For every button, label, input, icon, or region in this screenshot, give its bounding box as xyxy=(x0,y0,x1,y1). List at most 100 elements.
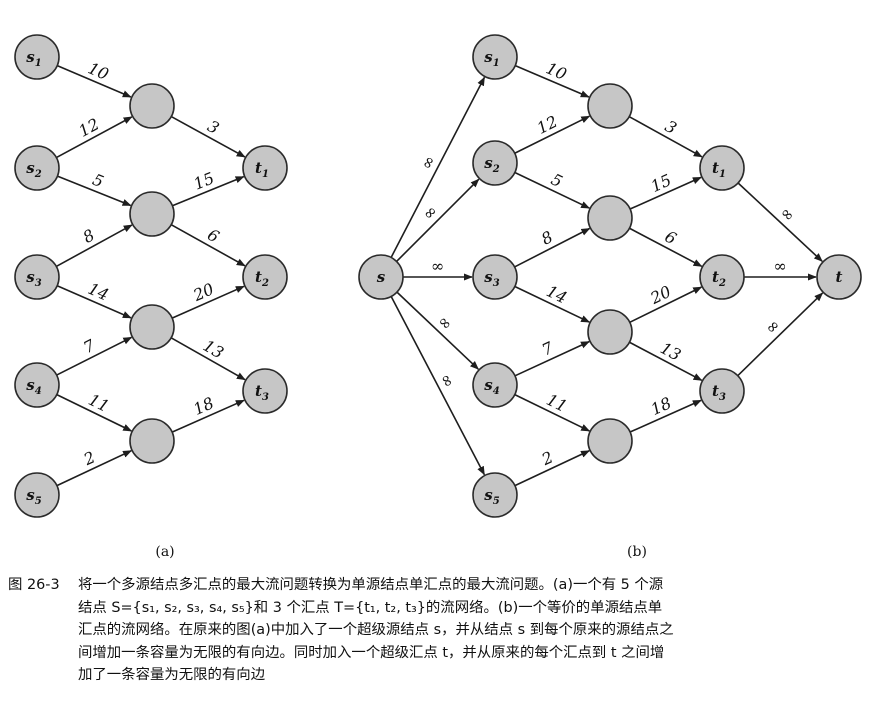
b-edge-capacity-label: 7 xyxy=(539,338,557,360)
b-edge-capacity-label: ∞ xyxy=(431,257,444,276)
b-edge-m2-t2 xyxy=(629,227,703,267)
b-node-m4 xyxy=(587,418,633,464)
b-edge-s2-m1 xyxy=(514,115,591,154)
a-edge-capacity-label: 2 xyxy=(80,447,98,469)
a-node-m1 xyxy=(129,83,175,129)
caption-line: 将一个多源结点多汇点的最大流问题转换为单源结点单汇点的最大流问题。(a)一个有 … xyxy=(78,577,664,593)
a-edge-m1-t1 xyxy=(170,115,246,158)
b-node-label: t xyxy=(836,268,843,286)
b-node-t3 xyxy=(699,368,745,414)
b-edge-capacity-label: 5 xyxy=(548,170,565,192)
a-node-m3 xyxy=(129,304,175,350)
b-edge-capacity-label: 15 xyxy=(648,170,674,196)
a-edge-capacity-label: 14 xyxy=(85,279,111,305)
b-edge-m1-t1 xyxy=(628,115,703,158)
a-node-t2 xyxy=(242,254,288,300)
b-edge-m3-t3 xyxy=(629,341,703,381)
b-edge-capacity-label: 20 xyxy=(646,282,674,308)
b-edge-capacity-label: ∞ xyxy=(773,257,786,276)
caption-body: 将一个多源结点多汇点的最大流问题转换为单源结点单汇点的最大流问题。(a)一个有 … xyxy=(78,574,880,687)
b-edge-s3-m3 xyxy=(514,285,591,323)
figure-caption: 图 26-3 将一个多源结点多汇点的最大流问题转换为单源结点单汇点的最大流问题。… xyxy=(8,574,880,687)
a-edge-m4-t3 xyxy=(171,399,245,433)
panel-a-label: (a) xyxy=(155,544,174,560)
b-edge-capacity-label: 8 xyxy=(538,227,556,249)
b-edge-capacity-label: 18 xyxy=(648,393,674,419)
b-edge-s1-m1 xyxy=(514,64,590,98)
b-edge-s5-m4 xyxy=(514,450,590,487)
a-edge-s3-m3 xyxy=(56,285,132,319)
b-node-t1 xyxy=(699,145,745,191)
a-edge-s5-m4 xyxy=(56,450,132,487)
a-edge-capacity-label: 11 xyxy=(86,390,113,416)
caption-line: 结点 S={s₁, s₂, s₃, s₄, s₅}和 3 个汇点 T={t₁, … xyxy=(78,599,663,616)
a-edge-s4-m4 xyxy=(56,393,133,432)
a-edge-capacity-label: 13 xyxy=(200,336,227,363)
b-node-m1 xyxy=(587,83,633,129)
b-edge-t3-t xyxy=(737,292,824,377)
b-node-label: s xyxy=(377,268,386,286)
b-edge-capacity-label: 14 xyxy=(544,281,571,307)
b-edge-s-s1 xyxy=(390,76,486,258)
a-node-s3 xyxy=(14,254,60,300)
a-edge-capacity-label: 5 xyxy=(90,170,107,191)
a-node-s4 xyxy=(14,362,60,408)
a-edge-m2-t1 xyxy=(172,175,245,207)
caption-label: 图 26-3 xyxy=(8,577,60,593)
caption-line: 加了一条容量为无限的有向边 xyxy=(78,667,266,683)
b-edge-s-s4 xyxy=(396,291,479,370)
a-edge-capacity-label: 8 xyxy=(80,225,98,247)
a-edge-capacity-label: 3 xyxy=(204,116,222,138)
b-node-s3 xyxy=(472,254,518,300)
b-edge-capacity-label: 12 xyxy=(534,112,561,138)
a-node-s5 xyxy=(14,472,60,518)
b-node-s4 xyxy=(472,362,518,408)
b-edge-capacity-label: 11 xyxy=(544,390,571,416)
b-node-t2 xyxy=(699,254,745,300)
b-node-s5 xyxy=(472,472,518,518)
b-node-t xyxy=(816,254,862,300)
a-edge-s4-m3 xyxy=(56,336,133,376)
a-node-t1 xyxy=(242,145,288,191)
a-edge-capacity-label: 18 xyxy=(190,393,216,419)
a-edge-m3-t2 xyxy=(171,285,245,319)
b-edge-capacity-label: 2 xyxy=(538,447,556,469)
b-node-s xyxy=(358,254,404,300)
a-edge-s2-m1 xyxy=(55,116,133,159)
b-node-s2 xyxy=(472,140,518,186)
b-edge-s-s2 xyxy=(395,178,480,263)
flow-network-panel-b: ∞∞∞∞∞1012581471123156201318∞∞∞ss1s2s3s4s… xyxy=(358,34,862,518)
a-edge-m2-t2 xyxy=(170,224,246,267)
b-node-s1 xyxy=(472,34,518,80)
b-edge-capacity-label: 13 xyxy=(657,338,684,364)
a-edge-m3-t3 xyxy=(170,337,246,381)
a-edge-s1-m1 xyxy=(56,64,132,98)
b-node-m3 xyxy=(587,309,633,355)
b-edge-m2-t1 xyxy=(629,176,702,210)
b-node-m2 xyxy=(587,195,633,241)
a-edge-s2-m2 xyxy=(57,175,132,207)
panel-b-label: (b) xyxy=(627,544,647,560)
a-node-s2 xyxy=(14,145,60,191)
b-edge-m3-t2 xyxy=(629,286,703,324)
b-edge-s3-m2 xyxy=(514,227,591,268)
b-edge-capacity-label: 6 xyxy=(662,227,680,249)
b-edge-s-s5 xyxy=(390,296,486,476)
a-edge-capacity-label: 7 xyxy=(80,335,98,357)
a-edge-capacity-label: 20 xyxy=(190,279,217,305)
b-edge-s2-m2 xyxy=(514,171,591,209)
a-edge-capacity-label: 12 xyxy=(75,114,102,140)
b-edge-t1-t xyxy=(737,182,823,262)
a-edge-s3-m2 xyxy=(55,224,133,268)
a-node-m4 xyxy=(129,418,175,464)
b-edge-s4-m3 xyxy=(514,340,590,377)
a-node-m2 xyxy=(129,191,175,237)
b-edge-m4-t3 xyxy=(629,399,702,433)
a-node-s1 xyxy=(14,34,60,80)
a-node-t3 xyxy=(242,368,288,414)
b-edge-capacity-label: 3 xyxy=(662,116,680,138)
caption-line: 间增加一条容量为无限的有向边。同时加入一个超级汇点 t，并从原来的每个汇点到 t… xyxy=(78,644,665,661)
a-edge-capacity-label: 6 xyxy=(204,225,222,247)
